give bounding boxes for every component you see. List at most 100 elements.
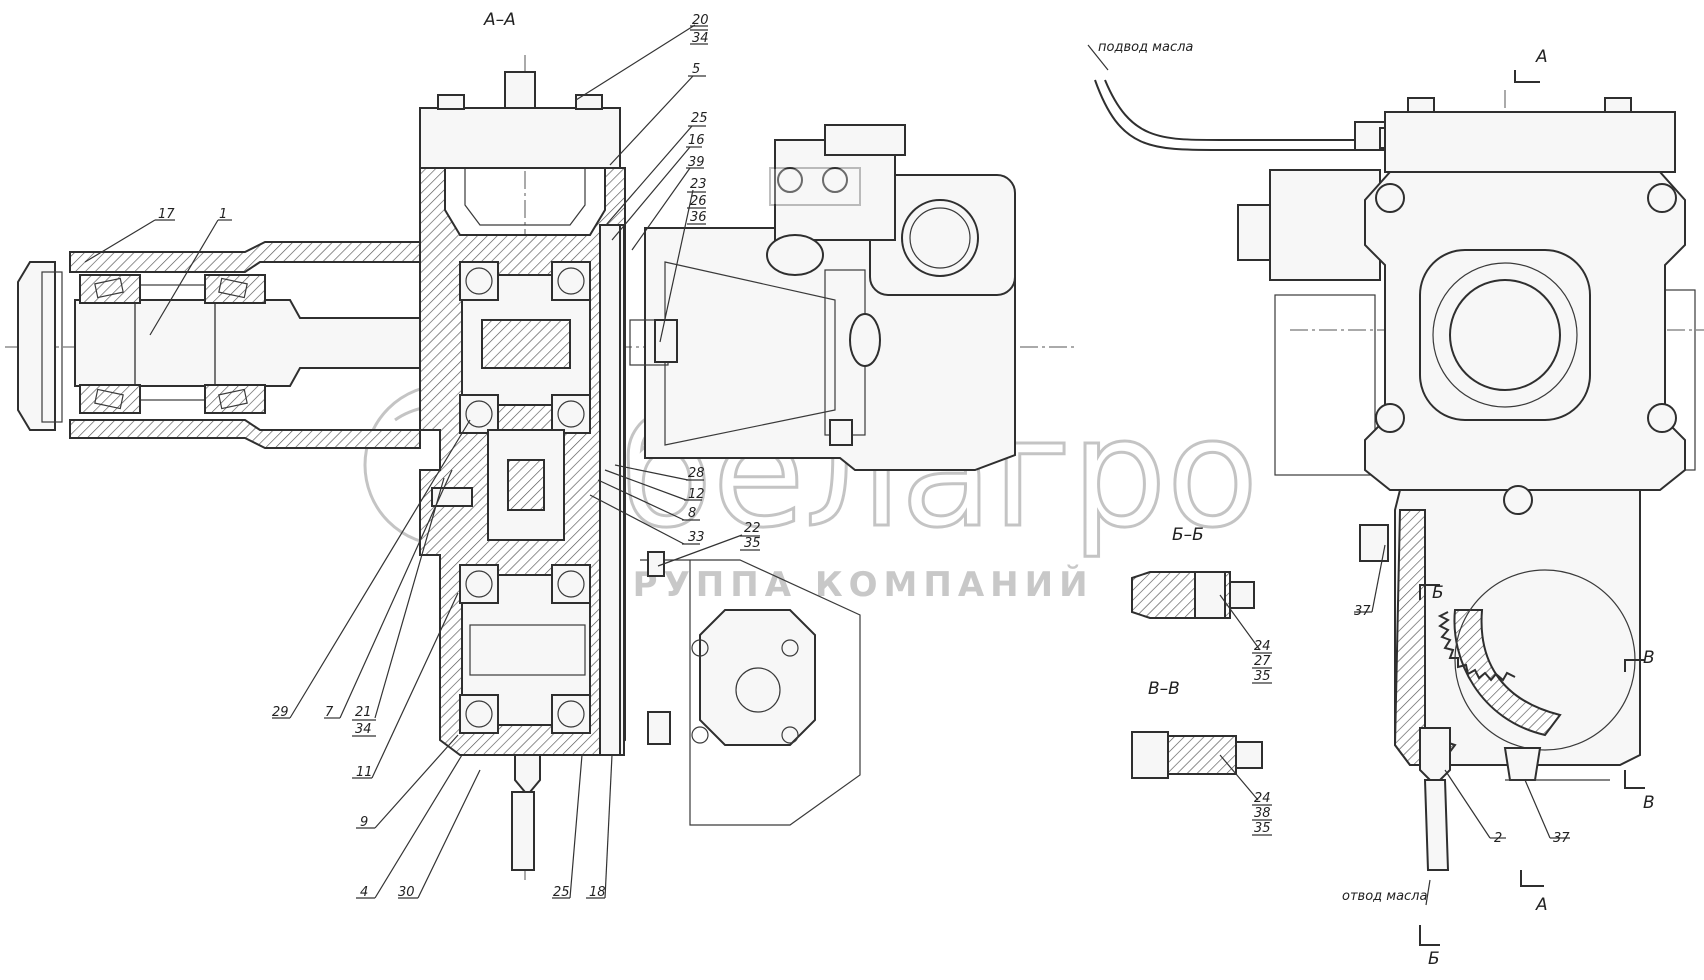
top-bolt-right	[575, 94, 603, 110]
section-vv-view	[1131, 731, 1263, 779]
bearing-housing-bottom	[69, 419, 421, 449]
front-bottom-fitting-left	[1419, 727, 1451, 781]
callout-16: 16	[688, 133, 705, 148]
pump-lower-tab	[829, 419, 853, 446]
callout-35c: 35	[1254, 821, 1271, 836]
callout-30: 30	[398, 885, 415, 900]
callout-20: 20	[692, 13, 709, 28]
callouts: 20 34 5 25 16 39 23 26 36 17 1	[84, 13, 1570, 900]
shaft-end-cap-inner	[41, 271, 63, 423]
mount-hole-3	[691, 726, 709, 744]
front-pump-tab	[1237, 204, 1271, 261]
callout-23: 23	[690, 177, 707, 192]
front-flange-hole-br	[1647, 403, 1677, 433]
callout-37b: 37	[1553, 831, 1570, 846]
pump-cone	[664, 261, 836, 446]
callout-7: 7	[325, 705, 334, 720]
callout-35a: 35	[744, 536, 761, 551]
callout-34a: 34	[692, 31, 709, 46]
callout-17: 17	[158, 207, 175, 222]
gearbox-bearings-lower	[459, 564, 591, 734]
cut-marks: А А Б Б В В	[1419, 47, 1655, 969]
callout-37a: 37	[1354, 604, 1371, 619]
callout-1: 1	[219, 207, 227, 222]
callout-36: 36	[690, 210, 707, 225]
callout-18: 18	[589, 885, 606, 900]
pump-outlet-port	[901, 199, 979, 277]
callout-29: 29	[272, 705, 289, 720]
oil-inlet-arrow	[1087, 44, 1109, 71]
callout-27: 27	[1254, 654, 1271, 669]
pump-valve-cover	[824, 124, 906, 156]
callout-38: 38	[1254, 806, 1271, 821]
vv-fitting-tip	[1235, 741, 1263, 769]
oil-inlet-label: подвод масла	[1098, 40, 1193, 55]
front-sector-teeth	[1437, 611, 1516, 682]
top-shaft-stub	[504, 71, 536, 109]
front-pump-block	[1269, 169, 1381, 281]
valve-link	[769, 167, 861, 206]
front-top-bolt-left	[1407, 97, 1435, 113]
front-view	[1094, 79, 1704, 871]
section-title-vv: В–В	[1148, 679, 1180, 699]
callout-26: 26	[690, 194, 707, 209]
callout-25a: 25	[691, 111, 708, 126]
side-bolt-upper	[647, 551, 665, 577]
front-center-bolt	[1503, 485, 1533, 515]
main-shaft	[74, 299, 441, 387]
oil-outlet-label: отвод масла	[1342, 889, 1427, 904]
callout-39: 39	[688, 155, 705, 170]
mount-plate-outline	[640, 559, 861, 826]
top-bolt-left	[437, 94, 465, 110]
callout-21: 21	[355, 705, 372, 720]
upper-gear-hub	[481, 319, 571, 369]
front-bottom-fitting-right	[1503, 747, 1542, 781]
section-title-bb: Б–Б	[1172, 525, 1204, 545]
pump-bolt-mid	[654, 319, 678, 363]
callout-4: 4	[360, 885, 368, 900]
front-sector-gear	[1453, 609, 1562, 737]
middle-shaft-inner	[507, 459, 545, 511]
front-bore-outer	[1432, 262, 1578, 408]
pump-side-knob	[849, 313, 881, 367]
cut-mark-a-bottom: А	[1535, 895, 1548, 915]
cut-mark-a-top: А	[1535, 47, 1548, 67]
callout-33: 33	[688, 530, 705, 545]
mount-flange-bore	[735, 667, 781, 713]
cut-mark-b-left: Б	[1432, 583, 1444, 603]
bottom-drain-fitting	[514, 754, 541, 793]
mount-flange	[699, 609, 816, 746]
oil-inlet-pipe-2	[1094, 79, 1355, 151]
front-left-bolt	[1359, 524, 1389, 562]
pump-outlet-port-inner	[909, 207, 971, 269]
callout-11: 11	[356, 765, 373, 780]
taper-bearing-left	[79, 274, 141, 414]
shaft-end-cap	[17, 261, 56, 431]
lower-gear-shaft	[469, 624, 586, 676]
callout-35b: 35	[1254, 669, 1271, 684]
valve-knob-1	[777, 167, 803, 193]
watermark-subtitle: ГРУППА КОМПАНИЙ	[605, 564, 1094, 605]
mount-hole-1	[691, 639, 709, 657]
cut-mark-b-bottom: Б	[1428, 949, 1440, 969]
top-cover-plate	[419, 107, 621, 169]
section-aa-view	[5, 55, 1075, 880]
front-flange-hole-tl	[1375, 183, 1405, 213]
oil-inlet-pipe	[1104, 79, 1355, 141]
vv-fitting-body	[1167, 735, 1237, 775]
front-bore-inner	[1449, 279, 1561, 391]
callout-9: 9	[360, 815, 368, 830]
cut-mark-v-right-bottom: В	[1643, 793, 1655, 813]
callout-25b: 25	[553, 885, 570, 900]
front-top-plate	[1384, 111, 1676, 173]
callout-22: 22	[744, 521, 761, 536]
vv-fitting-head	[1131, 731, 1169, 779]
bb-fitting-tip	[1229, 581, 1255, 609]
bearing-housing-top	[69, 241, 421, 273]
mount-hole-2	[781, 639, 799, 657]
section-title-aa: А–А	[483, 10, 516, 30]
side-bolt-lower	[647, 711, 671, 745]
pump-adjuster	[766, 234, 824, 276]
mount-hole-4	[781, 726, 799, 744]
